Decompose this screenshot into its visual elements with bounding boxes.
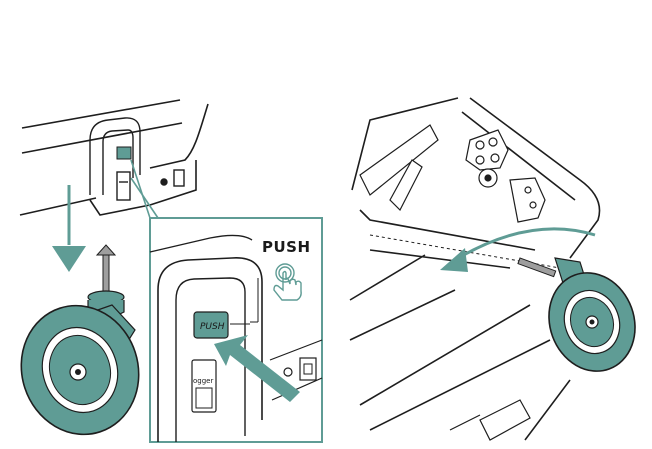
hinge-bracket — [466, 130, 545, 222]
push-heading: PUSH — [262, 238, 311, 256]
strap — [360, 125, 438, 210]
down-arrow-icon — [52, 185, 86, 272]
logger-label: ogger — [193, 377, 213, 385]
wheel-removal-diagram: PUSH ogger PUSH — [0, 0, 330, 449]
tread — [450, 400, 530, 440]
right-illustration — [330, 0, 652, 449]
zoom-inset: PUSH ogger PUSH — [150, 218, 322, 442]
left-illustration: PUSH ogger PUSH — [0, 0, 330, 449]
caster-wheel — [518, 258, 649, 383]
caster-wheel — [5, 245, 155, 449]
push-button-label: PUSH — [200, 322, 225, 332]
wheel-storage-diagram — [330, 0, 652, 449]
device-body — [20, 100, 208, 215]
zoom-connector — [131, 160, 158, 218]
